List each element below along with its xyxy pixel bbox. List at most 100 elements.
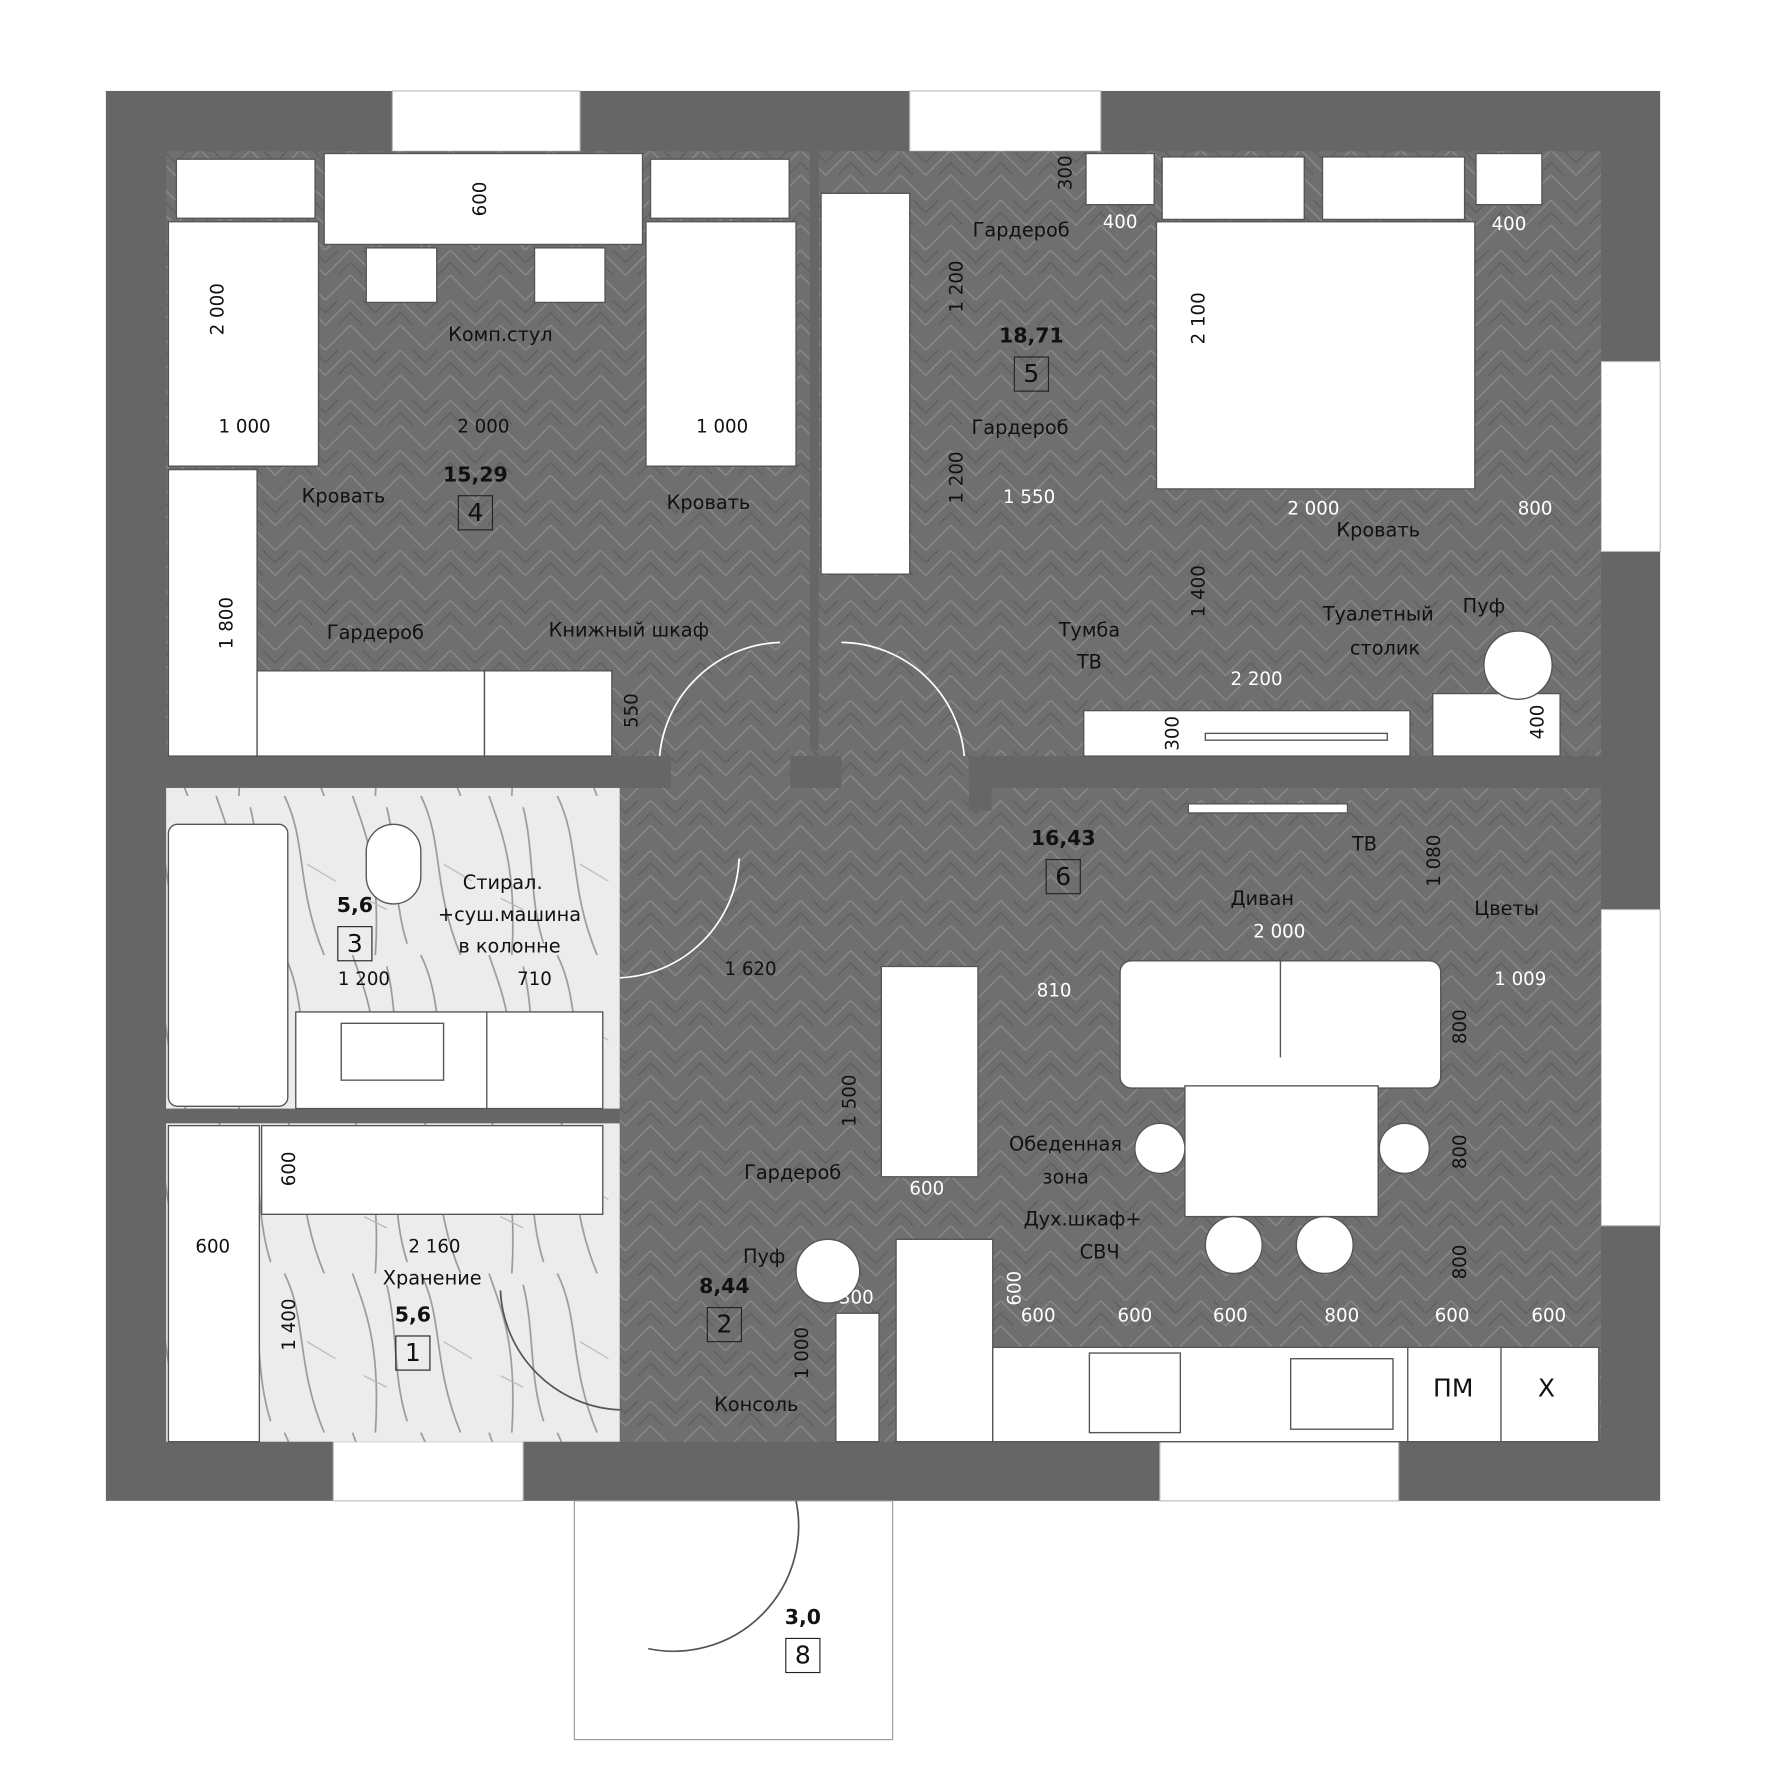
bathtub — [167, 823, 289, 1107]
door-swing — [619, 858, 741, 979]
room-number-box — [1013, 356, 1050, 392]
storage-shelf — [260, 1124, 604, 1216]
dimension-label: 600 — [909, 1178, 944, 1199]
oven-cabinet — [895, 1238, 994, 1443]
furniture-label: Обеденная — [1009, 1132, 1122, 1155]
balcony — [573, 1500, 894, 1741]
dimension-label: 1 200 — [946, 260, 967, 312]
room-number: 3 — [347, 929, 363, 958]
chair — [1378, 1122, 1431, 1175]
furniture-label: Хранение — [383, 1267, 482, 1290]
furniture-label: Гардероб — [744, 1161, 841, 1184]
room-area: 18,71 — [999, 324, 1064, 348]
room-area: 5,6 — [337, 893, 373, 917]
hall-wall-segment — [619, 756, 671, 788]
pouf — [1483, 630, 1553, 700]
toilet — [365, 823, 422, 905]
dimension-label: 800 — [1450, 1245, 1471, 1280]
dimension-label: 2 000 — [298, 712, 350, 733]
window — [1600, 909, 1661, 1227]
window — [1159, 1441, 1400, 1502]
console — [835, 1312, 880, 1443]
dimension-label: 300 — [839, 1287, 874, 1308]
desk — [323, 152, 644, 246]
dimension-label: 2 000 — [1253, 921, 1305, 942]
dimension-label: 2 200 — [1230, 669, 1282, 690]
furniture-label: +суш.машина — [438, 903, 581, 926]
dimension-label: 550 — [845, 487, 880, 508]
dimension-label: 1 000 — [696, 417, 748, 438]
dimension-label: 400 — [1103, 212, 1138, 233]
dimension-label: 1 620 — [725, 959, 777, 980]
kitchen-sink — [1289, 1358, 1394, 1430]
furniture-label: Книжный шкаф — [549, 619, 710, 642]
dining-table — [1184, 1085, 1379, 1218]
furniture-label: Консоль — [714, 1393, 798, 1416]
dimension-label: 800 — [1450, 1009, 1471, 1044]
window — [909, 90, 1102, 152]
wardrobe — [820, 192, 911, 575]
furniture-label: ТВ — [1351, 832, 1377, 855]
furniture-label: Х — [1538, 1373, 1555, 1402]
furniture-label: Пуф — [743, 1245, 785, 1268]
hall-wall-segment — [790, 756, 842, 788]
dimension-label: 400 — [1528, 705, 1549, 740]
double-bed — [1155, 221, 1476, 490]
dimension-label: 1 080 — [1424, 835, 1445, 887]
dressing-table — [1432, 692, 1561, 757]
dimension-label: 2 000 — [1287, 498, 1339, 519]
dimension-label: 600 — [1021, 1306, 1056, 1327]
dimension-label: 1 800 — [217, 597, 238, 649]
tv — [1204, 732, 1388, 741]
furniture-label: Гардероб — [327, 621, 424, 644]
dimension-label: 600 — [1118, 1306, 1153, 1327]
furniture-label: столик — [1350, 637, 1421, 660]
dimension-label: 800 — [1324, 1306, 1359, 1327]
furniture-label: Тумба — [1058, 619, 1121, 642]
door-swing — [648, 1500, 800, 1653]
pillow — [1321, 156, 1466, 221]
pillow — [175, 158, 316, 219]
window — [391, 90, 581, 152]
chair — [1295, 1215, 1354, 1275]
pouf — [795, 1238, 861, 1304]
dimension-label: 600 — [1004, 1271, 1025, 1306]
nightstand — [1475, 152, 1543, 206]
pillow — [1161, 156, 1305, 221]
sink — [340, 1022, 445, 1081]
pillow — [649, 158, 790, 219]
doors — [499, 641, 966, 1653]
furniture-label: ТВ — [1076, 650, 1102, 673]
room-number-box — [1045, 859, 1081, 895]
dimension-label: 800 — [531, 712, 566, 733]
furniture-label: Кровать — [667, 491, 751, 514]
room-number: 8 — [795, 1641, 811, 1670]
dimension-label: 800 — [1450, 1134, 1471, 1169]
door-swing — [841, 641, 966, 757]
room-area: 8,44 — [699, 1274, 749, 1298]
hall-wardrobe — [880, 965, 979, 1178]
computer-chair — [365, 247, 438, 304]
bed-right — [645, 221, 797, 467]
dimension-label: 1 000 — [219, 417, 271, 438]
furniture-label: Комп.стул — [448, 323, 553, 346]
hob — [1088, 1352, 1182, 1434]
dimension-label: 600 — [1435, 1306, 1470, 1327]
dimension-label: 600 — [1213, 1306, 1248, 1327]
room-number-box — [706, 1306, 743, 1343]
room-number-box — [785, 1637, 821, 1674]
furniture-label: Гардероб — [971, 416, 1068, 439]
window — [332, 1441, 524, 1502]
room-number: 6 — [1055, 862, 1071, 891]
dimension-label: 1 000 — [792, 1327, 813, 1379]
furniture-label: зона — [1042, 1165, 1089, 1188]
dimension-label: 600 — [195, 1236, 230, 1257]
room-number: 4 — [467, 498, 483, 527]
furniture-label: Диван — [1230, 887, 1293, 910]
dimension-label: 300 — [1056, 155, 1077, 190]
room-area: 3,0 — [785, 1605, 821, 1629]
dimension-label: 600 — [470, 182, 491, 217]
dimension-label: 800 — [1518, 498, 1553, 519]
dimension-label: 2 000 — [457, 417, 509, 438]
